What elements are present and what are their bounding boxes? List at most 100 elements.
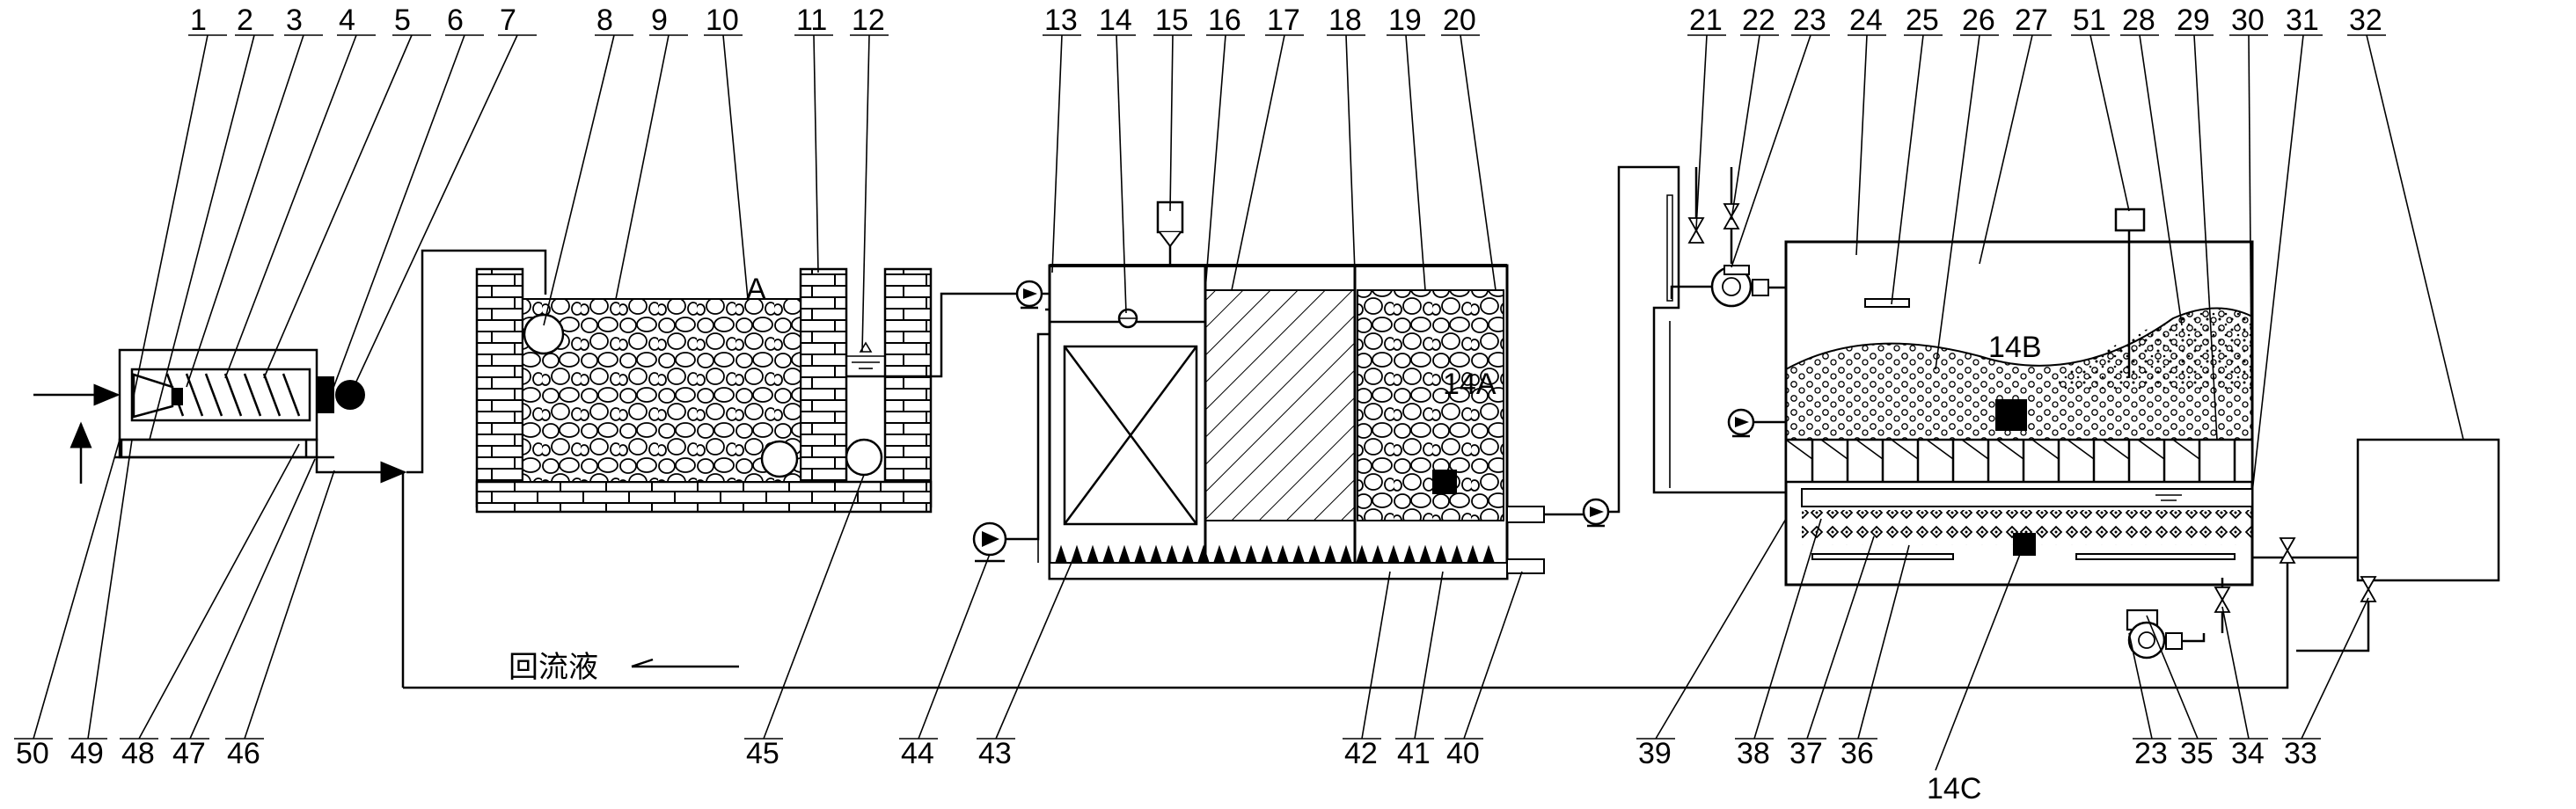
leader-bottom-40 — [1463, 571, 1523, 740]
screw-separator — [114, 348, 365, 459]
leader-bottom-36 — [1857, 544, 1910, 740]
leader-bottom-33 — [2301, 597, 2369, 740]
leader-top-12 — [861, 34, 870, 353]
reflux-label: 回流液 — [509, 650, 598, 685]
leader-bottom-39 — [1655, 518, 1787, 740]
callout-top-17: 17 — [1267, 4, 1300, 37]
callout-bottom-46: 46 — [227, 737, 260, 770]
callout-top-31: 31 — [2286, 4, 2319, 37]
label-14b: 14B — [1988, 331, 2042, 364]
leader-top-28 — [2139, 34, 2183, 326]
leader-bottom-38 — [1753, 518, 1822, 740]
callout-top-51: 51 — [2073, 4, 2106, 37]
feed-inlet-arrow — [33, 383, 121, 484]
right-tank — [1784, 208, 2254, 587]
callout-top-3: 3 — [286, 4, 303, 37]
leader-bottom-35 — [2146, 615, 2199, 740]
pump-3 — [1582, 498, 1610, 528]
leader-top-23 — [1731, 34, 1811, 268]
callout-top-30: 30 — [2231, 4, 2265, 37]
storage-tank — [2356, 438, 2500, 582]
callout-top-12: 12 — [852, 4, 885, 37]
leader-top-31 — [2251, 34, 2304, 493]
callout-top-10: 10 — [706, 4, 739, 37]
leader-top-25 — [1891, 34, 1924, 305]
label-14c: 14C — [1927, 772, 1981, 805]
reflux-pipe — [403, 558, 2289, 689]
leader-bottom-48 — [138, 443, 300, 740]
pump-1 — [1015, 280, 1043, 310]
reactor-box — [1048, 264, 1545, 580]
leader-bottom-44 — [918, 553, 991, 740]
callout-top-24: 24 — [1849, 4, 1883, 37]
callout-bottom-37: 37 — [1789, 737, 1823, 770]
callout-top-16: 16 — [1208, 4, 1241, 37]
leader-top-27 — [1979, 34, 2033, 265]
leader-top-14 — [1116, 34, 1127, 314]
leader-top-9 — [615, 34, 670, 300]
callout-bottom-38: 38 — [1737, 737, 1770, 770]
leader-top-10 — [722, 34, 749, 300]
leader-bottom-43 — [995, 558, 1074, 740]
leader-bottom-41 — [1414, 571, 1444, 740]
leader-bottom-42 — [1361, 571, 1391, 740]
callout-bottom-34: 34 — [2231, 737, 2265, 770]
leader-top-19 — [1405, 34, 1426, 291]
leader-top-20 — [1460, 34, 1497, 291]
callout-bottom-39: 39 — [1638, 737, 1672, 770]
callout-bottom-44: 44 — [901, 737, 934, 770]
leader-top-51 — [2089, 34, 2130, 212]
callout-bottom-49: 49 — [70, 737, 104, 770]
dosing-device — [1156, 200, 1184, 266]
blower-bottom — [2126, 609, 2206, 660]
callout-bottom-41: 41 — [1397, 737, 1431, 770]
callout-bottom-36: 36 — [1841, 737, 1874, 770]
callout-top-7: 7 — [500, 4, 516, 37]
leader-bottom-23 — [2128, 632, 2153, 740]
leader-bottom-46 — [244, 470, 335, 740]
callout-bottom-42: 42 — [1344, 737, 1378, 770]
blower-top — [1670, 167, 1786, 308]
leader-top-1 — [131, 34, 209, 405]
callout-top-8: 8 — [596, 4, 613, 37]
callout-bottom-40: 40 — [1446, 737, 1480, 770]
leader-top-24 — [1855, 34, 1868, 256]
leader-top-16 — [1204, 34, 1226, 291]
leader-top-2 — [149, 34, 255, 441]
callout-top-28: 28 — [2122, 4, 2155, 37]
callout-top-19: 19 — [1388, 4, 1422, 37]
callout-top-25: 25 — [1906, 4, 1939, 37]
leader-top-11 — [813, 34, 819, 273]
callout-top-15: 15 — [1155, 4, 1189, 37]
leader-bottom-49 — [87, 439, 133, 740]
leader-top-32 — [2366, 34, 2464, 441]
leader-top-5 — [263, 34, 413, 379]
leader-bottom-50 — [33, 439, 121, 740]
callout-top-23: 23 — [1793, 4, 1826, 37]
callout-top-14: 14 — [1099, 4, 1132, 37]
leader-top-26 — [1935, 34, 1980, 370]
leader-top-17 — [1231, 34, 1285, 291]
callout-bottom-43: 43 — [978, 737, 1012, 770]
callout-bottom-23: 23 — [2134, 737, 2168, 770]
callout-top-1: 1 — [190, 4, 207, 37]
leader-top-13 — [1051, 34, 1063, 273]
pipe-to-pump — [846, 292, 1019, 378]
leader-top-18 — [1345, 34, 1356, 273]
leader-top-30 — [2248, 34, 2253, 476]
callout-top-11: 11 — [796, 4, 827, 37]
callout-bottom-50: 50 — [16, 737, 49, 770]
leader-top-29 — [2193, 34, 2218, 441]
leader-top-4 — [224, 34, 357, 379]
leader-top-3 — [186, 34, 304, 388]
pump-2 — [972, 521, 1007, 563]
leader-top-7 — [349, 34, 518, 396]
callout-top-21: 21 — [1689, 4, 1723, 37]
callout-top-2: 2 — [237, 4, 253, 37]
outlet-arrow — [315, 457, 407, 484]
leader-top-21 — [1695, 34, 1708, 230]
callout-bottom-48: 48 — [121, 737, 155, 770]
